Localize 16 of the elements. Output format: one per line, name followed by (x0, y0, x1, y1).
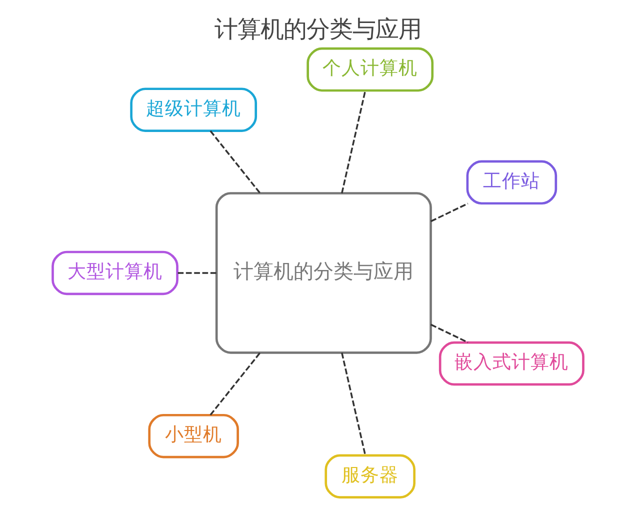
node-box: 工作站 (466, 160, 558, 204)
diagram-title: 计算机的分类与应用 (214, 15, 422, 42)
connector (210, 130, 260, 193)
node-box: 超级计算机 (130, 87, 258, 132)
node-box: 大型计算机 (52, 250, 178, 295)
node-box: 个人计算机 (306, 46, 434, 92)
node-box: 小型机 (148, 413, 239, 458)
connector (210, 352, 260, 416)
connector (341, 90, 366, 193)
connector (430, 202, 468, 222)
node-box: 服务器 (324, 454, 416, 498)
node-box: 嵌入式计算机 (438, 340, 584, 386)
connector (430, 323, 468, 343)
connector (178, 272, 216, 274)
node-box: 计算机的分类与应用 (215, 192, 432, 354)
connector (341, 352, 366, 456)
